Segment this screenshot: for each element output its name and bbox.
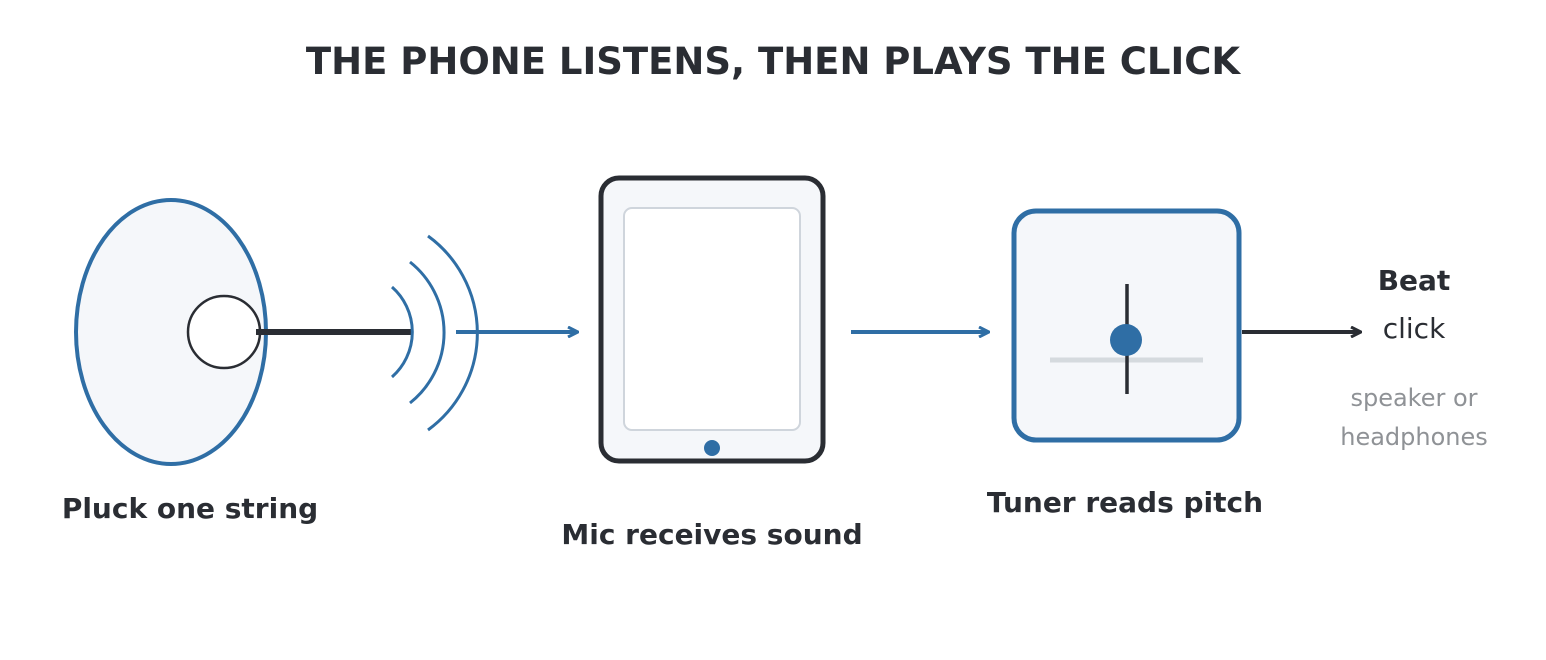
mic-step-label: Mic receives sound: [561, 518, 862, 551]
phone-icon: [598, 175, 826, 464]
sound-hole-icon: [186, 294, 262, 370]
output-device-note-line2: headphones: [1340, 423, 1488, 451]
tuner-indicator-dot: [1110, 324, 1142, 356]
output-beat-label: Beat: [1378, 264, 1451, 297]
diagram-title: THE PHONE LISTENS, THEN PLAYS THE CLICK: [306, 40, 1242, 83]
output-click-label: click: [1383, 312, 1446, 345]
output-device-note-line1: speaker or: [1350, 384, 1477, 412]
phone-screen: [623, 207, 801, 431]
tuner-step-label: Tuner reads pitch: [987, 486, 1263, 519]
tuner-icon: [1011, 208, 1242, 443]
phone-home-button-icon: [704, 440, 720, 456]
pluck-step-label: Pluck one string: [62, 492, 318, 525]
guitar-body-icon: [74, 198, 412, 466]
